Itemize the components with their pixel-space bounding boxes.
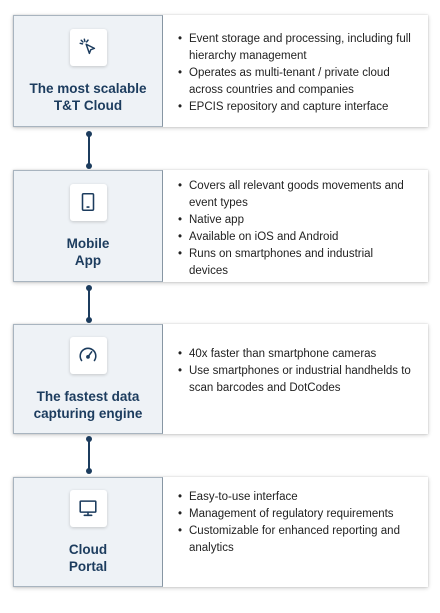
bullet-list: 40x faster than smartphone cameras Use s… <box>177 346 414 397</box>
monitor-icon <box>69 489 107 527</box>
card-title: The most scalable T&T Cloud <box>29 80 147 113</box>
card-header-panel: The fastest data capturing engine <box>13 324 163 434</box>
connector-line <box>88 134 90 166</box>
card-header-panel: The most scalable T&T Cloud <box>13 15 163 127</box>
feature-card-data-capturing: The fastest data capturing engine 40x fa… <box>13 324 428 434</box>
connector-dot <box>86 468 92 474</box>
bullet-item: Easy-to-use interface <box>177 489 414 506</box>
bullet-item: EPCIS repository and capture interface <box>177 99 414 116</box>
bullet-list: Event storage and processing, including … <box>177 31 414 116</box>
card-header-panel: Cloud Portal <box>13 477 163 587</box>
bullet-item: Native app <box>177 212 414 229</box>
feature-card-mobile-app: Mobile App Covers all relevant goods mov… <box>13 170 428 282</box>
connector-dot <box>86 317 92 323</box>
connector-3 <box>86 436 92 474</box>
bullet-item: 40x faster than smartphone cameras <box>177 346 414 363</box>
card-details: Covers all relevant goods movements and … <box>163 170 428 282</box>
cursor-click-icon <box>69 28 107 66</box>
bullet-item: Covers all relevant goods movements and … <box>177 178 414 212</box>
bullet-list: Covers all relevant goods movements and … <box>177 178 414 280</box>
card-details: Easy-to-use interface Management of regu… <box>163 477 428 587</box>
bullet-list: Easy-to-use interface Management of regu… <box>177 489 414 557</box>
bullet-item: Available on iOS and Android <box>177 229 414 246</box>
bullet-item: Customizable for enhanced reporting and … <box>177 523 414 557</box>
bullet-item: Operates as multi-tenant / private cloud… <box>177 65 414 99</box>
card-title: Cloud Portal <box>68 541 108 574</box>
card-title: The fastest data capturing engine <box>33 388 143 421</box>
feature-card-tt-cloud: The most scalable T&T Cloud Event storag… <box>13 15 428 127</box>
connector-line <box>88 439 90 471</box>
tablet-icon <box>69 183 107 221</box>
bullet-item: Use smartphones or industrial handhelds … <box>177 363 414 397</box>
connector-1 <box>86 131 92 169</box>
speedometer-icon <box>69 336 107 374</box>
connector-line <box>88 288 90 320</box>
card-title: Mobile App <box>66 235 110 268</box>
card-details: 40x faster than smartphone cameras Use s… <box>163 324 428 434</box>
bullet-item: Management of regulatory requirements <box>177 506 414 523</box>
card-details: Event storage and processing, including … <box>163 15 428 127</box>
bullet-item: Runs on smartphones and industrial devic… <box>177 246 414 280</box>
bullet-item: Event storage and processing, including … <box>177 31 414 65</box>
connector-dot <box>86 163 92 169</box>
feature-card-cloud-portal: Cloud Portal Easy-to-use interface Manag… <box>13 477 428 587</box>
card-header-panel: Mobile App <box>13 170 163 282</box>
connector-2 <box>86 285 92 323</box>
